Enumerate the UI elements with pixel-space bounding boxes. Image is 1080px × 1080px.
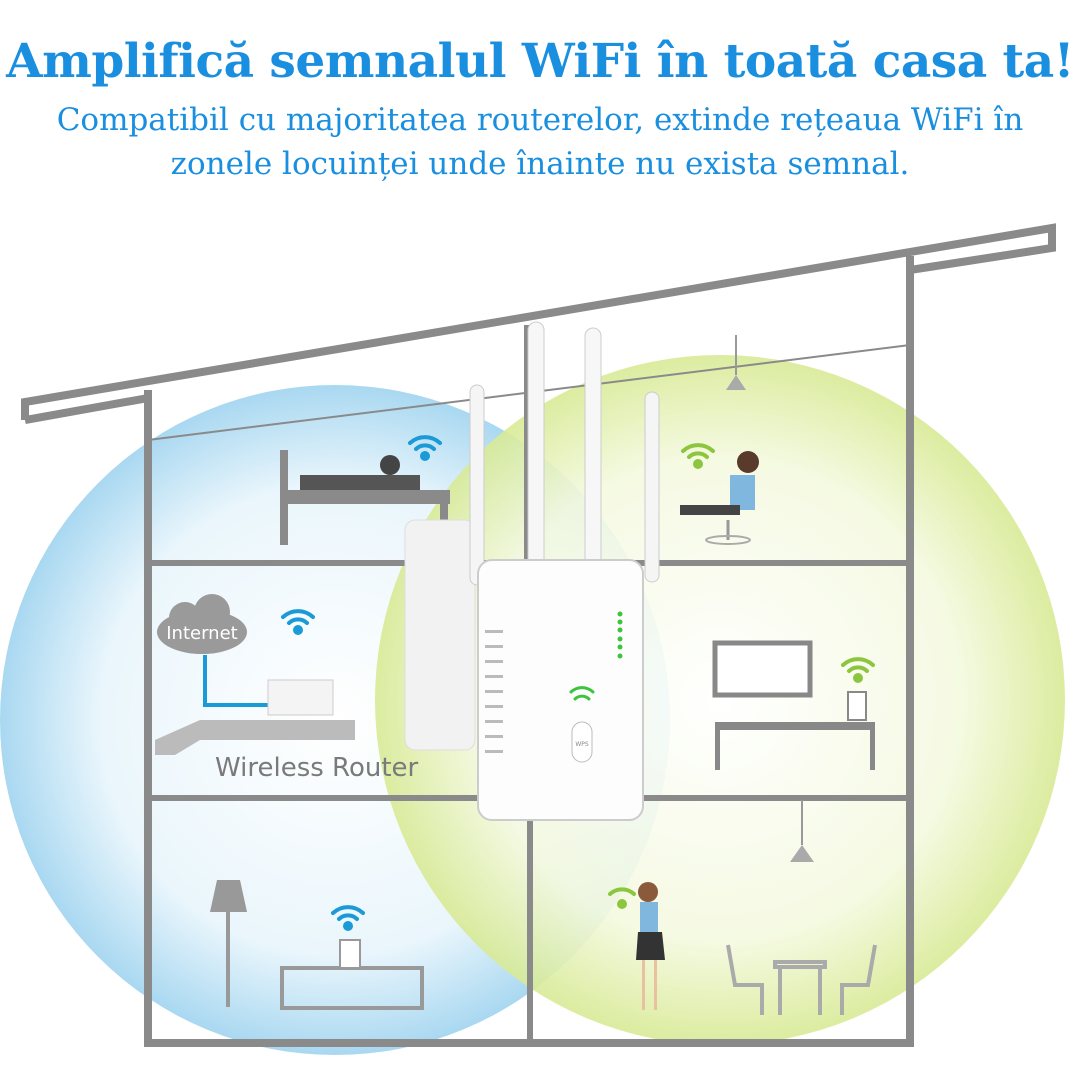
- office-scene: [680, 451, 759, 545]
- wifi-icon: [281, 435, 875, 931]
- internet-cloud: Internet: [157, 594, 268, 707]
- router-label: Wireless Router: [215, 753, 419, 783]
- internet-label: Internet: [166, 623, 237, 644]
- wps-button[interactable]: [571, 721, 593, 763]
- ceiling-lamp-icon: [726, 335, 814, 862]
- yellow-coverage-zone: [375, 355, 1065, 1045]
- living-room-scene: [712, 640, 875, 770]
- device-wifi-icon: [569, 686, 595, 701]
- headline: Amplifică semnalul WiFi în toată casa ta…: [6, 34, 1074, 89]
- bedroom-scene: [280, 450, 450, 545]
- subtitle: Compatibil cu majoritatea routerelor, ex…: [56, 102, 1024, 182]
- lounge-scene: [210, 880, 424, 1010]
- wps-label: WPS: [575, 741, 589, 748]
- kitchen-scene: [636, 882, 877, 1015]
- router-scene: Wireless Router: [155, 679, 419, 783]
- wifi-extender-device: WPS: [404, 321, 660, 821]
- status-leds: [617, 611, 623, 659]
